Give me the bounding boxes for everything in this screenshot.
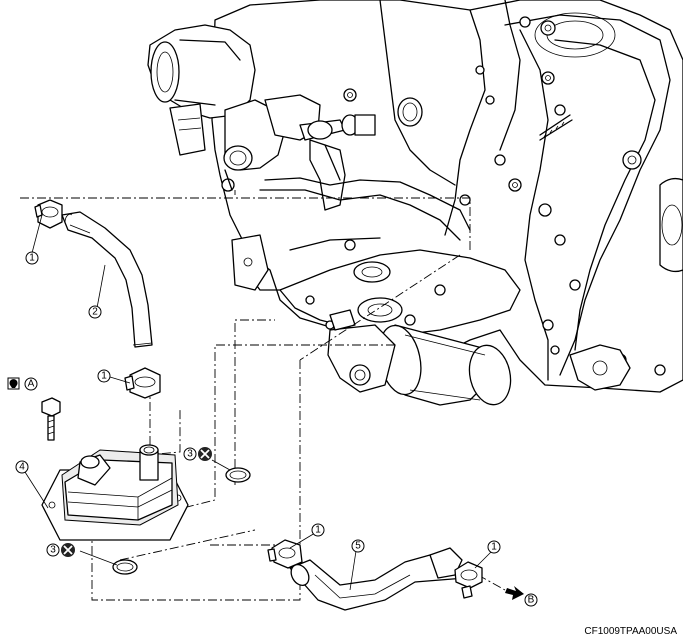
oil-cooler-hose bbox=[61, 211, 153, 348]
svg-text:A: A bbox=[28, 379, 35, 390]
filter-bracket bbox=[327, 309, 396, 393]
hose-clamp-lower-left bbox=[267, 539, 303, 569]
svg-text:B: B bbox=[528, 595, 535, 606]
callout-1-lower-right: 1 bbox=[487, 540, 501, 554]
svg-text:1: 1 bbox=[491, 542, 497, 553]
callout-3-lower: 3 bbox=[46, 543, 75, 557]
o-ring-lower bbox=[112, 559, 138, 575]
callout-5: 5 bbox=[351, 539, 365, 553]
svg-text:4: 4 bbox=[19, 462, 25, 473]
callout-1-lower-left: 1 bbox=[311, 523, 325, 537]
torque-spec-a: A bbox=[7, 377, 38, 391]
svg-text:3: 3 bbox=[50, 545, 56, 556]
do-not-reuse-icon bbox=[61, 543, 75, 557]
dipstick-ribs bbox=[539, 114, 573, 141]
callout-1-mid: 1 bbox=[97, 369, 111, 383]
arrow-right-icon bbox=[505, 586, 524, 600]
svg-text:1: 1 bbox=[29, 253, 35, 264]
oil-filter bbox=[378, 324, 512, 406]
water-hose-lower bbox=[289, 547, 466, 611]
mounting-bolt bbox=[41, 397, 61, 441]
leader-lines bbox=[24, 214, 493, 591]
hose-clamp-mid bbox=[124, 367, 161, 399]
callout-1-top: 1 bbox=[25, 251, 39, 265]
water-pipe bbox=[299, 114, 376, 211]
svg-text:2: 2 bbox=[92, 307, 98, 318]
water-outlet bbox=[147, 24, 256, 156]
callout-2: 2 bbox=[88, 305, 102, 319]
hose-clamp-top bbox=[34, 199, 63, 229]
svg-text:1: 1 bbox=[101, 371, 107, 382]
torque-wrench-icon bbox=[7, 377, 20, 390]
direction-b: B bbox=[505, 586, 538, 607]
svg-text:3: 3 bbox=[187, 449, 193, 460]
svg-text:1: 1 bbox=[315, 525, 321, 536]
do-not-reuse-icon bbox=[198, 447, 212, 461]
o-ring-upper bbox=[225, 467, 251, 483]
oil-cooler bbox=[41, 444, 189, 541]
figure-code: CF1009TPAA00USA bbox=[584, 626, 677, 637]
callout-4: 4 bbox=[15, 460, 29, 474]
hose-clamp-lower-right bbox=[454, 561, 483, 599]
svg-text:5: 5 bbox=[355, 541, 361, 552]
assembly-lines bbox=[20, 190, 506, 601]
engine-block bbox=[147, 0, 683, 406]
callout-3-upper: 3 bbox=[183, 447, 212, 461]
